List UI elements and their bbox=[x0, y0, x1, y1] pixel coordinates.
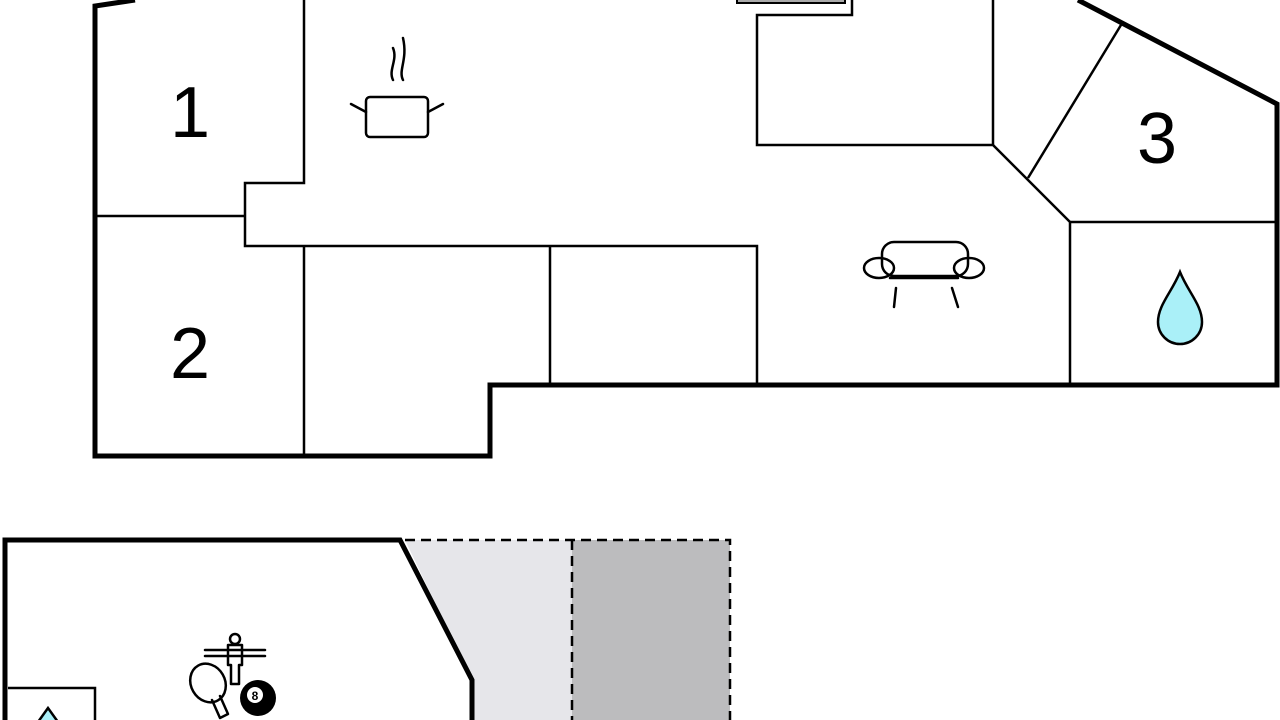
room-label-3: 3 bbox=[1137, 99, 1177, 179]
billiard-ball-icon: 8 bbox=[240, 680, 276, 716]
terrace-light bbox=[405, 540, 572, 720]
lower-interior-wall bbox=[8, 686, 97, 720]
water-drop-icon bbox=[1156, 268, 1204, 346]
stairs-icon bbox=[736, 0, 846, 4]
outer-wall bbox=[92, 0, 1280, 459]
terrace-dashed-outline bbox=[405, 538, 732, 720]
lower-outer-wall bbox=[2, 537, 475, 720]
interior-wall bbox=[1026, 24, 1123, 179]
billiard-ball-number: 8 bbox=[252, 689, 259, 703]
room-label-1: 1 bbox=[170, 73, 210, 153]
sofa-icon bbox=[862, 240, 986, 309]
foosball-icon bbox=[203, 632, 267, 686]
cooking-pot-icon bbox=[349, 36, 445, 139]
terrace-dark bbox=[572, 540, 730, 720]
table-tennis-icon bbox=[188, 662, 230, 720]
water-drop-icon bbox=[37, 705, 59, 720]
interior-wall bbox=[243, 0, 759, 385]
interior-wall bbox=[755, 0, 1072, 385]
room-label-2: 2 bbox=[170, 314, 210, 394]
